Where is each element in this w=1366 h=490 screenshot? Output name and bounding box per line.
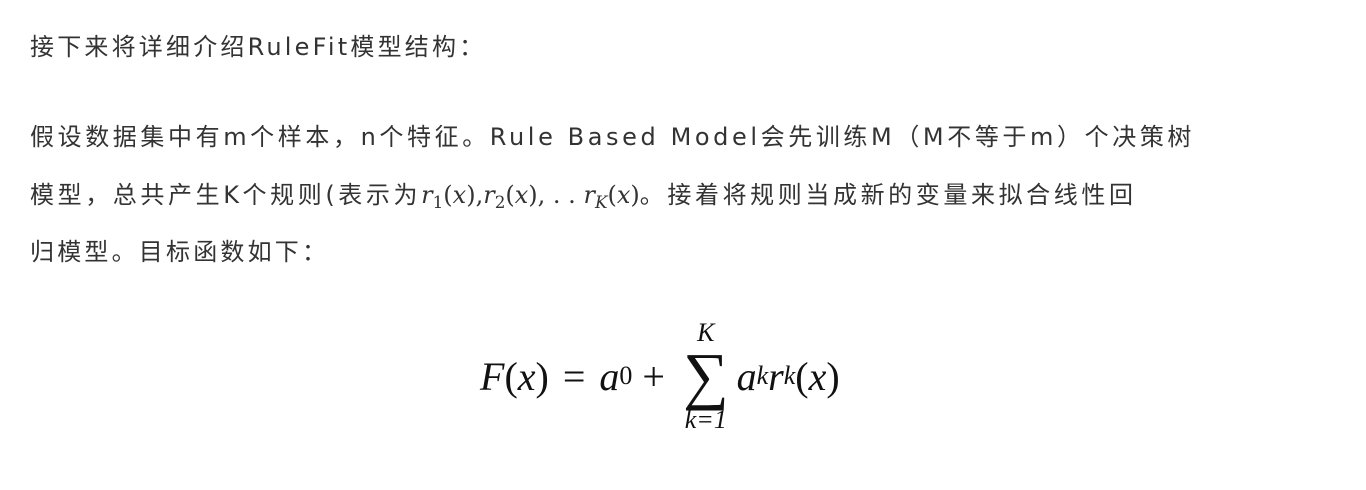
rules-math: r1(x),r2(x), . . rK(x): [421, 181, 640, 213]
intro-text: 接下来将详细介绍RuleFit模型结构：: [30, 33, 487, 61]
summation: K ∑ k=1: [682, 318, 729, 434]
line2-prefix: 模型，总共产生K个规则(表示为: [30, 181, 422, 209]
line2-suffix: 。接着将规则当成新的变量来拟合线性回: [639, 181, 1137, 209]
paragraph-line-1: 假设数据集中有m个样本，n个特征。Rule Based Model会先训练M（M…: [30, 123, 1196, 151]
sigma-symbol: ∑: [682, 340, 729, 411]
paragraph-line-2: 模型，总共产生K个规则(表示为r1(x),r2(x), . . rK(x)。接着…: [30, 175, 1137, 212]
paragraph-line-3: 归模型。目标函数如下：: [30, 238, 330, 266]
